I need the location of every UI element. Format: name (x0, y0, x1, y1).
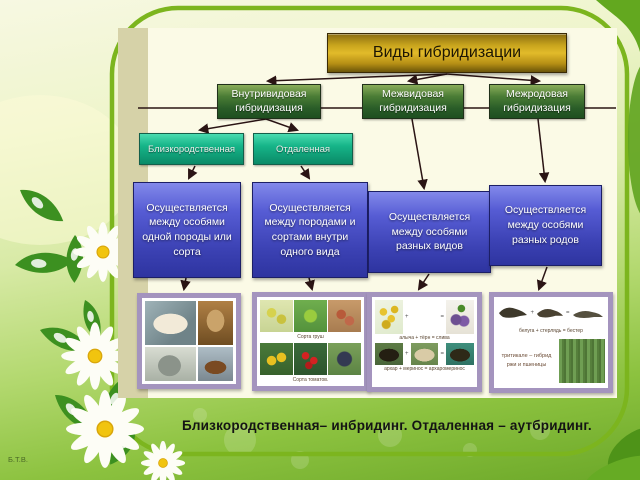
equals-sign: = (440, 351, 444, 357)
collage-interspecific-examples: + = алыча + тёрн = слива + = архар + мер… (367, 292, 482, 392)
bottom-right-leaf2-icon (584, 455, 640, 480)
triticale-field-image (559, 339, 605, 383)
dog-photo-3 (145, 346, 197, 381)
collage-intergeneric-examples: + = белуга + стерлядь = бестер тритикале… (489, 292, 613, 393)
node-intergeneric-hybridization: Межродовая гибридизация (489, 84, 585, 119)
plus-sign: + (530, 310, 534, 316)
node-close-related: Близкородственная (139, 133, 244, 165)
bokeh-circles (193, 408, 550, 469)
sheep-hybrid-caption: архар + меринос = архаромеринос (384, 366, 465, 372)
pear-photo-1 (260, 300, 293, 332)
author-watermark: Б.Т.В. (8, 455, 28, 464)
plum-hybrid-row: + = (375, 300, 474, 334)
triticale-caption: тритикале – гибрид ржи и пшеницы (501, 352, 552, 368)
plum-image (446, 300, 474, 334)
plus-sign: + (404, 351, 409, 357)
collage-dog-breeds (137, 293, 241, 389)
blackthorn-image (411, 300, 439, 334)
sheep-hybrid-row: + = (375, 343, 474, 365)
sterlet-fish-icon (536, 308, 564, 318)
bester-fish-icon (572, 311, 603, 318)
soft-glow (0, 95, 135, 245)
fish-hybrid-row: + = (497, 300, 605, 326)
cherry-plum-image (375, 300, 403, 334)
equals-sign: = (566, 310, 570, 316)
node-distant: Отдаленная (253, 133, 353, 165)
pear-varieties-caption: Сорта груш (297, 334, 324, 340)
pear-photo-3 (328, 300, 361, 332)
merino-sheep-image (410, 343, 439, 365)
fish-hybrid-caption: белуга + стерлядь = бестер (519, 328, 583, 334)
description-different-genera: Осуществляется между особями разных родо… (489, 185, 602, 266)
tomato-photo-2 (294, 343, 327, 375)
tomato-photo-3 (328, 343, 361, 375)
dog-photo-1 (145, 301, 197, 345)
hybrid-sheep-image (446, 343, 474, 365)
node-intraspecific-hybridization: Внутривидовая гибридизация (217, 84, 321, 119)
right-edge-leaf-icon (628, 66, 640, 214)
footer-note: Близкородственная– инбридинг. Отдаленная… (182, 418, 592, 433)
description-same-breed: Осуществляется между особями одной пород… (133, 182, 241, 278)
plum-hybrid-caption: алыча + тёрн = слива (399, 335, 450, 341)
description-different-species: Осуществляется между особями разных видо… (368, 191, 491, 273)
collage-varieties: Сорта груш Сорта томатов. (252, 292, 369, 391)
node-interspecific-hybridization: Межвидовая гибридизация (362, 84, 464, 119)
dog-photo-2 (197, 301, 233, 345)
tomato-photo-1 (260, 343, 293, 375)
tomato-varieties-caption: Сорта томатов. (292, 377, 329, 383)
dog-photo-4 (197, 346, 233, 381)
pear-photo-2 (294, 300, 327, 332)
diagram-title: Виды гибридизации (327, 33, 567, 73)
description-breeds-within-species: Осуществляется между породами и сортами … (252, 182, 368, 278)
argali-sheep-image (375, 343, 403, 365)
plus-sign: + (404, 314, 409, 320)
beluga-fish-icon (499, 307, 528, 318)
equals-sign: = (440, 314, 444, 320)
corner-leaf-icon (596, 0, 640, 52)
